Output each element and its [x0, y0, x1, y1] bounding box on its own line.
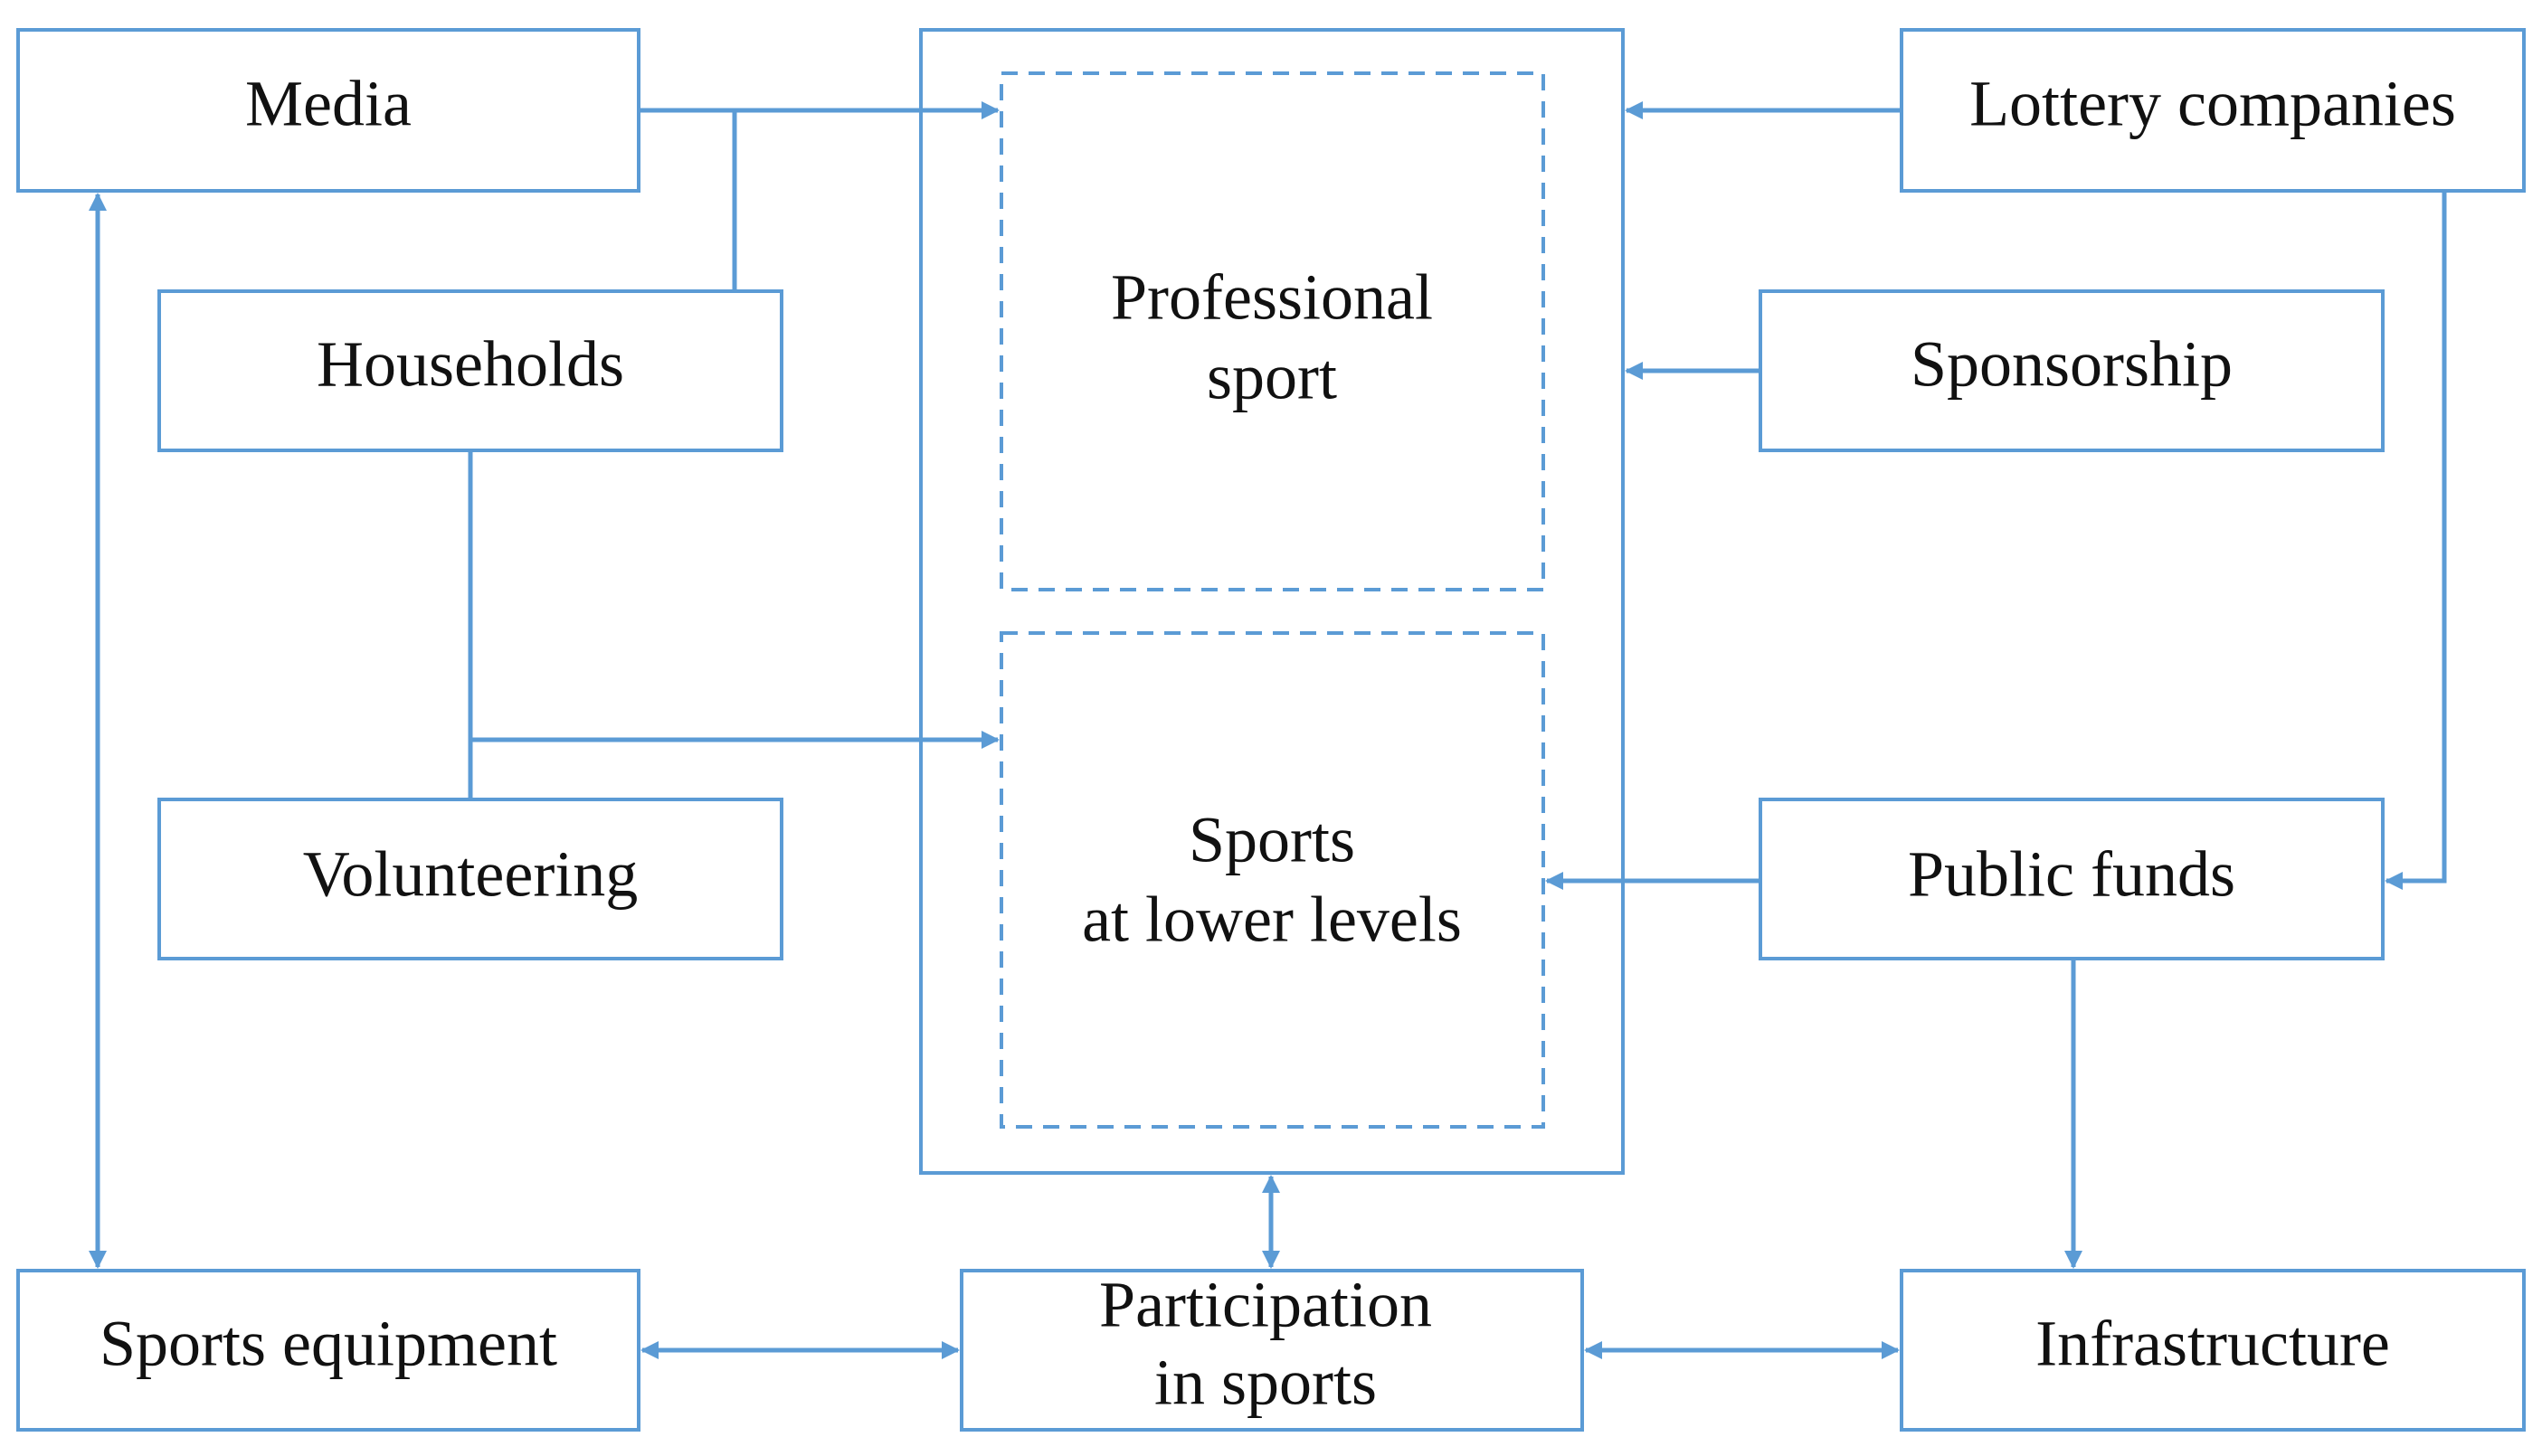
public-funds-box	[1759, 798, 2385, 960]
lower-levels-label-line1: Sports	[1189, 804, 1355, 876]
lower-levels-label-line2: at lower levels	[1082, 884, 1462, 956]
media-label: Media	[245, 68, 412, 140]
participation-label-line1: Participation	[1099, 1269, 1432, 1341]
central-container	[919, 28, 1625, 1175]
public-funds-label: Public funds	[1908, 838, 2235, 911]
professional-sport-label-line1: Professional	[1111, 261, 1433, 334]
sports-equipment-box	[16, 1269, 640, 1432]
lower-levels-section	[1000, 631, 1545, 1129]
volunteering-box	[157, 798, 783, 960]
sponsorship-label: Sponsorship	[1911, 328, 2233, 401]
participation-box	[960, 1269, 1584, 1432]
lottery-companies-label: Lottery companies	[1969, 68, 2456, 140]
sponsorship-box	[1759, 289, 2385, 452]
sports-equipment-label: Sports equipment	[100, 1308, 557, 1380]
households-label: Households	[317, 328, 624, 401]
lottery-to-public-funds-arrow	[2385, 191, 2447, 890]
infrastructure-box	[1900, 1269, 2526, 1432]
participation-label-line2: in sports	[1154, 1347, 1377, 1419]
infrastructure-label: Infrastructure	[2035, 1308, 2390, 1380]
lottery-companies-box	[1900, 28, 2526, 193]
volunteering-label: Volunteering	[303, 838, 639, 911]
professional-sport-label-line2: sport	[1207, 341, 1337, 413]
professional-sport-section	[1000, 71, 1545, 591]
